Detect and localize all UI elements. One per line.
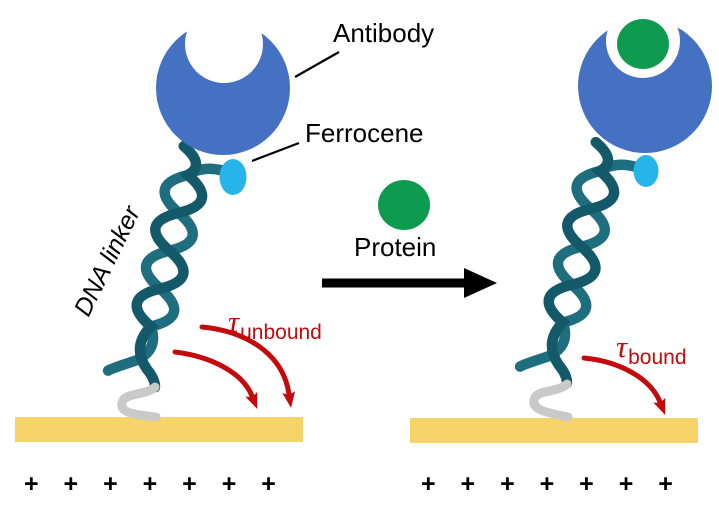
bound-subscript: bound <box>628 346 687 369</box>
bound-protein <box>617 19 669 69</box>
surface-charge-row-left: + + + + + + + <box>24 470 277 498</box>
tau-bound-arrow <box>581 355 666 415</box>
tau-unbound-label: τunbound <box>228 304 322 344</box>
tau-symbol: τ <box>228 304 240 339</box>
electrode-left <box>15 417 303 442</box>
ferrocene-pointer-line <box>251 141 300 163</box>
dna-strand-dark <box>131 140 208 393</box>
tau-unbound-arrow-inner <box>172 349 258 409</box>
surface-linker-left <box>117 382 161 422</box>
ferrocene-label: Ferrocene <box>305 118 424 148</box>
tau-symbol: τ <box>616 329 628 364</box>
electrode-right <box>410 418 698 443</box>
tau-unbound-arrow-outer <box>199 324 296 408</box>
dna-helix-right <box>514 136 653 389</box>
surface-charge-row-right: + + + + + + + <box>421 470 674 498</box>
protein-label: Protein <box>354 232 437 262</box>
surface-linker-right <box>529 379 573 422</box>
tau-bound-label: τbound <box>616 329 687 369</box>
free-protein <box>378 180 430 230</box>
dna-helix-left <box>102 140 241 393</box>
dna-strand-dark <box>543 136 620 389</box>
unbound-subscript: unbound <box>240 321 322 344</box>
antibody-binding-pocket-left <box>185 5 263 83</box>
antibody-label: Antibody <box>333 18 435 48</box>
dna-strand-light <box>102 163 241 376</box>
reaction-arrow <box>322 268 497 298</box>
antibody-pointer-line <box>294 51 340 78</box>
ferrocene-tag-right <box>633 155 659 187</box>
ferrocene-tag-left <box>219 159 247 195</box>
